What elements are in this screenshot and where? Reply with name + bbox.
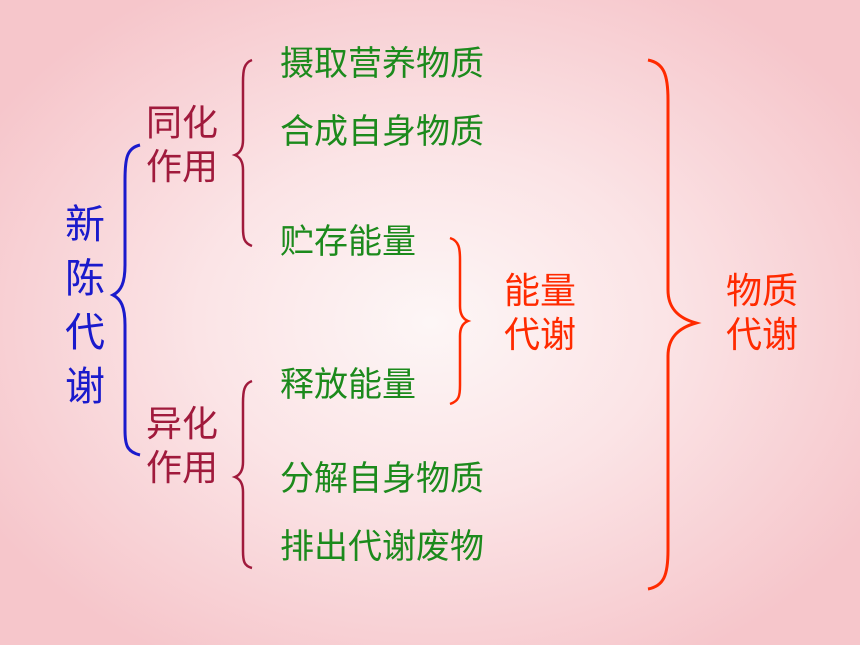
anabolism-label: 同化作用 — [146, 103, 219, 188]
item-excrete-waste: 排出代谢废物 — [280, 527, 484, 567]
catabolism-label: 异化作用 — [146, 404, 219, 489]
energy-brace — [449, 236, 472, 406]
substance-metabolism-label: 物质代谢 — [726, 271, 799, 356]
anabolism-brace — [231, 58, 253, 248]
main-brace — [109, 143, 141, 457]
item-absorb-nutrients: 摄取营养物质 — [280, 44, 484, 84]
item-synthesize-substances: 合成自身物质 — [280, 112, 484, 152]
energy-metabolism-label: 能量代谢 — [504, 271, 577, 356]
catabolism-brace — [231, 379, 253, 570]
item-release-energy: 释放能量 — [280, 365, 416, 405]
item-decompose-substances: 分解自身物质 — [280, 459, 484, 499]
main-term-metabolism: 新陈代谢 — [65, 202, 105, 410]
substance-brace — [647, 58, 702, 591]
item-store-energy: 贮存能量 — [280, 222, 416, 262]
